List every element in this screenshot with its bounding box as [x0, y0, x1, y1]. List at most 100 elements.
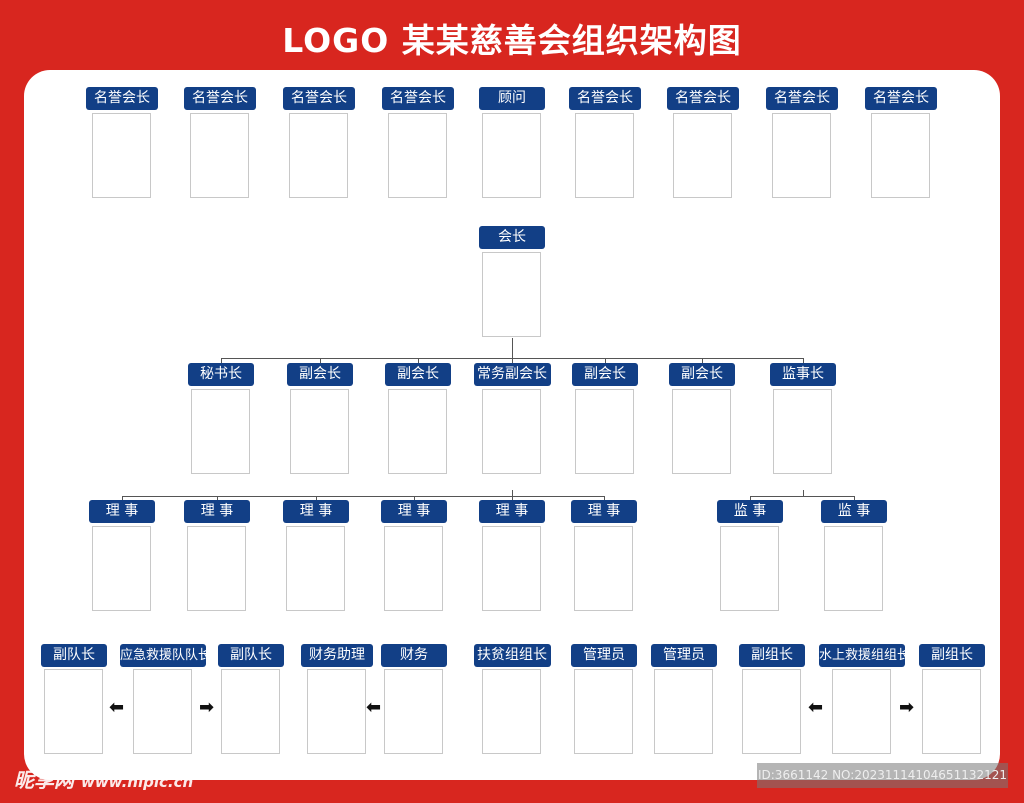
position-label: 理 事 — [479, 500, 545, 523]
watermark-url: www.nipic.cn — [80, 773, 194, 791]
connector-line — [512, 490, 513, 496]
position-label: 名誉会长 — [283, 87, 355, 110]
photo-placeholder — [574, 526, 633, 611]
position-label: 财务 — [381, 644, 447, 667]
position-label: 理 事 — [184, 500, 250, 523]
position-label: 财务助理 — [301, 644, 373, 667]
connector-line — [320, 358, 321, 363]
photo-placeholder — [290, 389, 349, 474]
photo-placeholder — [772, 113, 831, 198]
position-label: 副会长 — [287, 363, 353, 386]
photo-placeholder — [286, 526, 345, 611]
image-id: ID:3661142 NO:20231114104651132121 — [757, 763, 1008, 788]
position-label: 名誉会长 — [569, 87, 641, 110]
position-label: 会长 — [479, 226, 545, 249]
connector-line — [414, 496, 415, 500]
arrow-right-icon: ➡ — [899, 697, 915, 718]
position-label: 理 事 — [89, 500, 155, 523]
connector-line — [854, 496, 855, 500]
connector-line — [605, 358, 606, 363]
connector-line — [604, 496, 605, 500]
photo-placeholder — [672, 389, 731, 474]
watermark: 昵享网 www.nipic.cn — [14, 764, 193, 793]
position-label: 水上救援组组长 — [819, 644, 905, 667]
position-label: 管理员 — [571, 644, 637, 667]
position-label: 名誉会长 — [865, 87, 937, 110]
connector-line — [316, 496, 317, 500]
arrow-right-icon: ➡ — [199, 697, 215, 718]
position-label: 秘书长 — [188, 363, 254, 386]
watermark-brand: 昵享网 — [14, 768, 74, 792]
position-label: 顾问 — [479, 87, 545, 110]
photo-placeholder — [824, 526, 883, 611]
position-label: 常务副会长 — [473, 363, 551, 386]
photo-placeholder — [187, 526, 246, 611]
arrow-left-icon: ⬅ — [366, 697, 382, 718]
connector-line — [512, 496, 513, 500]
position-label: 理 事 — [283, 500, 349, 523]
position-label: 副会长 — [572, 363, 638, 386]
photo-placeholder — [922, 669, 981, 754]
photo-placeholder — [482, 252, 541, 337]
connector-line — [803, 490, 804, 496]
photo-placeholder — [307, 669, 366, 754]
connector-line — [217, 496, 218, 500]
photo-placeholder — [388, 389, 447, 474]
position-label: 副组长 — [739, 644, 805, 667]
position-label: 应急救援队队长 — [120, 644, 206, 667]
connector-line — [750, 496, 751, 500]
photo-placeholder — [388, 113, 447, 198]
photo-placeholder — [654, 669, 713, 754]
photo-placeholder — [133, 669, 192, 754]
photo-placeholder — [482, 113, 541, 198]
photo-placeholder — [92, 526, 151, 611]
position-label: 名誉会长 — [184, 87, 256, 110]
photo-placeholder — [482, 526, 541, 611]
photo-placeholder — [871, 113, 930, 198]
photo-placeholder — [289, 113, 348, 198]
photo-placeholder — [773, 389, 832, 474]
position-label: 管理员 — [651, 644, 717, 667]
position-label: 名誉会长 — [667, 87, 739, 110]
position-label: 名誉会长 — [766, 87, 838, 110]
photo-placeholder — [482, 389, 541, 474]
connector-line — [512, 358, 513, 363]
position-label: 副队长 — [41, 644, 107, 667]
photo-placeholder — [92, 113, 151, 198]
position-label: 监 事 — [717, 500, 783, 523]
photo-placeholder — [482, 669, 541, 754]
photo-placeholder — [575, 113, 634, 198]
photo-placeholder — [221, 669, 280, 754]
position-label: 扶贫组组长 — [473, 644, 551, 667]
position-label: 副组长 — [919, 644, 985, 667]
position-label: 副会长 — [669, 363, 735, 386]
connector-line — [418, 358, 419, 363]
photo-placeholder — [575, 389, 634, 474]
connector-line — [221, 358, 222, 363]
position-label: 理 事 — [571, 500, 637, 523]
connector-line — [803, 358, 804, 363]
arrow-left-icon: ⬅ — [109, 697, 125, 718]
photo-placeholder — [574, 669, 633, 754]
photo-placeholder — [190, 113, 249, 198]
photo-placeholder — [384, 526, 443, 611]
position-label: 理 事 — [381, 500, 447, 523]
position-label: 副队长 — [218, 644, 284, 667]
connector-line — [702, 358, 703, 363]
page-title: LOGO 某某慈善会组织架构图 — [282, 21, 742, 60]
connector-line — [122, 496, 123, 500]
position-label: 副会长 — [385, 363, 451, 386]
connector-line — [122, 496, 604, 497]
photo-placeholder — [832, 669, 891, 754]
arrow-left-icon: ⬅ — [808, 697, 824, 718]
position-label: 监 事 — [821, 500, 887, 523]
position-label: 监事长 — [770, 363, 836, 386]
photo-placeholder — [384, 669, 443, 754]
position-label: 名誉会长 — [86, 87, 158, 110]
photo-placeholder — [673, 113, 732, 198]
connector-line — [750, 496, 854, 497]
photo-placeholder — [44, 669, 103, 754]
connector-line — [512, 338, 513, 358]
photo-placeholder — [742, 669, 801, 754]
photo-placeholder — [191, 389, 250, 474]
